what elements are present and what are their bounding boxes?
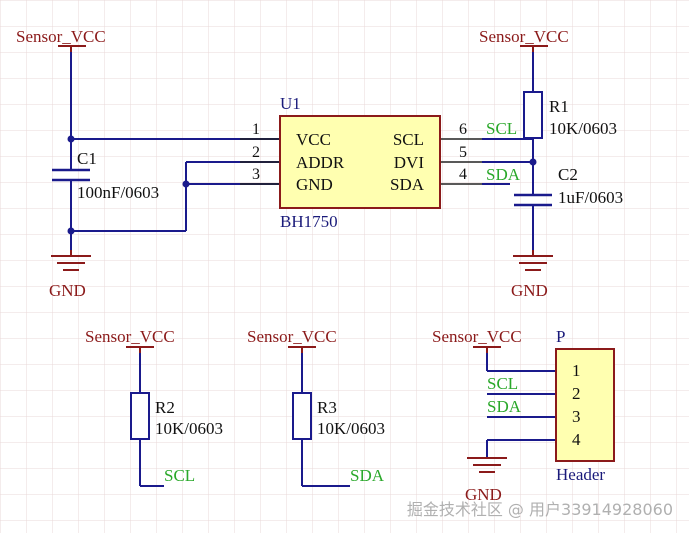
- r1-c2-section: Sensor_VCC R1 10K/0603 C2 1uF/0603 GND: [479, 27, 623, 300]
- pin-name-vcc: VCC: [296, 130, 331, 149]
- pin-name-sda: SDA: [390, 175, 425, 194]
- r2-section: Sensor_VCC R2 10K/0603 SCL: [85, 327, 223, 487]
- vcc-label-r3: Sensor_VCC: [247, 327, 337, 346]
- header-pin-1: 1: [572, 361, 581, 380]
- r3-section: Sensor_VCC R3 10K/0603 SDA: [247, 327, 385, 487]
- net-label-scl-header: SCL: [487, 374, 518, 393]
- r3-designator: R3: [317, 398, 337, 417]
- junction-dvi: [529, 158, 537, 166]
- r2-designator: R2: [155, 398, 175, 417]
- net-label-scl-u1: SCL: [486, 119, 517, 138]
- r1-designator: R1: [549, 97, 569, 116]
- c1-section: Sensor_VCC C1 100nF/0603 GND: [16, 27, 159, 300]
- r1-body: [523, 91, 543, 139]
- header-designator: P: [556, 327, 565, 346]
- pin-num-4: 4: [459, 166, 467, 183]
- u1-section: U1 BH1750 1 2 3 6 5 4 VCC ADDR GND SCL D…: [71, 94, 533, 232]
- pin-num-1: 1: [252, 121, 260, 138]
- c2-value: 1uF/0603: [558, 188, 623, 207]
- pin-name-gnd: GND: [296, 175, 333, 194]
- u1-body: [279, 115, 441, 209]
- gnd-label-header: GND: [465, 485, 502, 504]
- u1-designator: U1: [280, 94, 301, 113]
- r2-value: 10K/0603: [155, 419, 223, 438]
- vcc-label-r1: Sensor_VCC: [479, 27, 569, 46]
- gnd-label-c2: GND: [511, 281, 548, 300]
- gnd-label-c1: GND: [49, 281, 86, 300]
- c1-value: 100nF/0603: [77, 183, 159, 202]
- pin-name-dvi: DVI: [394, 153, 425, 172]
- r2-body: [130, 392, 150, 440]
- r3-value: 10K/0603: [317, 419, 385, 438]
- pin-num-6: 6: [459, 121, 467, 138]
- u1-part: BH1750: [280, 212, 338, 231]
- pin-num-3: 3: [252, 166, 260, 183]
- header-section: Sensor_VCC SCL SDA P 1 2 3 4 Header GND: [432, 327, 615, 504]
- net-label-scl-r2: SCL: [164, 466, 195, 485]
- header-pin-2: 2: [572, 384, 581, 403]
- header-pin-3: 3: [572, 407, 581, 426]
- c2-designator: C2: [558, 165, 578, 184]
- vcc-label-header: Sensor_VCC: [432, 327, 522, 346]
- watermark: 掘金技术社区 @ 用户33914928060: [407, 500, 673, 519]
- net-label-sda-header: SDA: [487, 397, 522, 416]
- pin-num-5: 5: [459, 144, 467, 161]
- pin-num-2: 2: [252, 144, 260, 161]
- header-pin-4: 4: [572, 430, 581, 449]
- junction-addr-gnd: [182, 180, 190, 188]
- pin-name-scl: SCL: [393, 130, 424, 149]
- r1-value: 10K/0603: [549, 119, 617, 138]
- header-part: Header: [556, 465, 605, 484]
- vcc-label-c1: Sensor_VCC: [16, 27, 106, 46]
- pin-name-addr: ADDR: [296, 153, 345, 172]
- vcc-label-r2: Sensor_VCC: [85, 327, 175, 346]
- header-body: [555, 348, 615, 462]
- c1-designator: C1: [77, 149, 97, 168]
- net-label-sda-u1: SDA: [486, 165, 521, 184]
- net-label-sda-r3: SDA: [350, 466, 385, 485]
- r3-body: [292, 392, 312, 440]
